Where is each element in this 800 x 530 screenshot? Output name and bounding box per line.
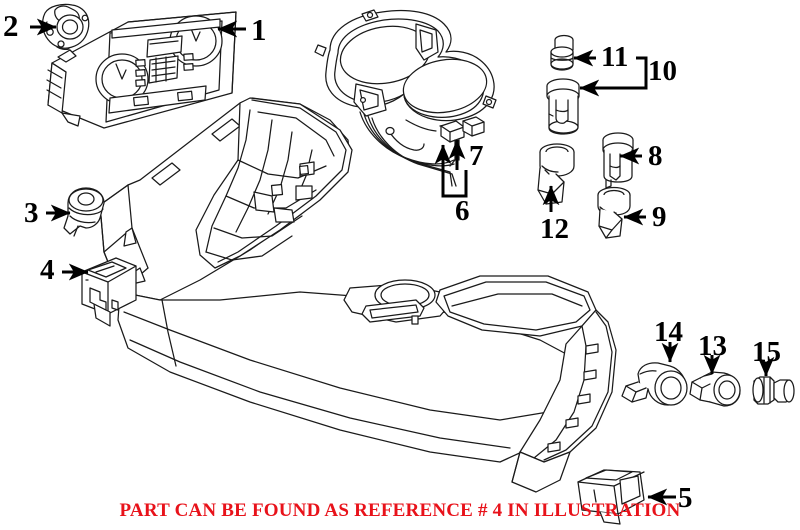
center-console-body xyxy=(99,97,617,493)
part-10-lighter-socket-sleeve xyxy=(546,78,580,135)
callout-label-14: 14 xyxy=(654,316,683,348)
callout-label-12: 12 xyxy=(540,213,569,245)
callout-label-8: 8 xyxy=(648,140,663,172)
leader-6-bracket xyxy=(441,170,468,198)
part-1-climate-control-panel xyxy=(46,11,237,129)
callout-label-13: 13 xyxy=(698,330,727,362)
part-15-socket-plug-cap xyxy=(752,376,795,405)
part-9-socket-housing-small xyxy=(597,186,631,239)
part-14-rear-socket-housing xyxy=(621,362,688,406)
part-12-socket-housing-large xyxy=(537,143,575,205)
part-13-rear-power-socket xyxy=(689,371,741,407)
part-7-connector-clips xyxy=(440,116,485,167)
callout-label-11: 11 xyxy=(601,41,629,73)
callout-label-5: 5 xyxy=(678,482,693,514)
part-5-rear-console-switch xyxy=(577,469,645,525)
diagram-linework xyxy=(41,3,795,525)
part-8-power-socket-sleeve xyxy=(602,132,634,189)
callout-label-4: 4 xyxy=(40,254,55,286)
callout-label-2: 2 xyxy=(3,8,19,43)
callout-label-1: 1 xyxy=(251,12,267,47)
callout-label-9: 9 xyxy=(652,201,667,233)
part-6-cup-holder-frame xyxy=(314,9,497,187)
callout-leader-lines xyxy=(30,18,775,506)
part-11-lighter-element xyxy=(550,34,574,71)
callout-label-6: 6 xyxy=(455,195,470,227)
reference-note: PART CAN BE FOUND AS REFERENCE # 4 IN IL… xyxy=(119,500,681,521)
callout-label-7: 7 xyxy=(469,140,484,172)
leader-10-bracket xyxy=(636,56,648,90)
part-4-console-switch-module xyxy=(81,257,137,327)
part-3-push-button-knob xyxy=(63,187,105,237)
callout-label-15: 15 xyxy=(752,336,781,368)
callout-label-3: 3 xyxy=(24,197,39,229)
callout-label-10: 10 xyxy=(648,55,677,87)
